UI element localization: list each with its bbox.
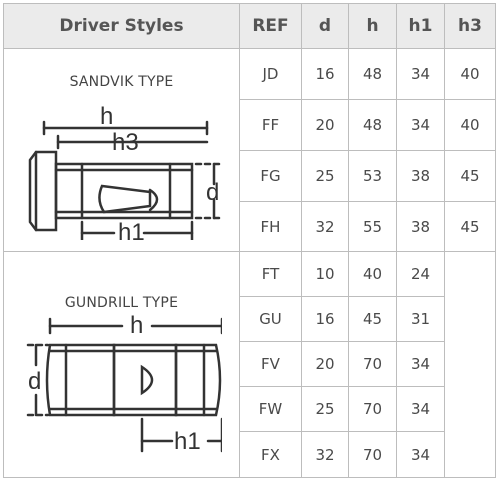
cell-h: 48	[348, 99, 397, 151]
cell-ref: FV	[239, 341, 302, 387]
cell-h: 70	[348, 341, 397, 387]
cell-h3: 40	[444, 99, 496, 151]
gundrill-drawing: h d h1	[26, 312, 222, 455]
cell-h1: 34	[396, 386, 445, 432]
gundrill-type-label: GUNDRILL TYPE	[64, 294, 179, 311]
cell-h1: 34	[396, 99, 445, 151]
header-ref: REF	[239, 3, 302, 49]
cell-h: 70	[348, 431, 397, 478]
table-row: FH 32 55 38 45	[4, 201, 496, 252]
cell-d: 10	[301, 251, 349, 297]
header-h1: h1	[396, 3, 445, 49]
cell-ref: FG	[239, 150, 302, 202]
sandvik-drawing: h h3 d h1	[28, 103, 221, 240]
cell-d: 25	[301, 386, 349, 432]
cell-h: 40	[348, 251, 397, 297]
cell-h1: 38	[396, 201, 445, 252]
cell-d: 20	[301, 341, 349, 387]
cell-h: 53	[348, 150, 397, 202]
table-row: FX 32 70 34	[4, 431, 496, 478]
header-driver-styles: Driver Styles	[3, 3, 240, 49]
cell-d: 20	[301, 99, 349, 151]
cell-h: 45	[348, 296, 397, 342]
sandvik-dim-h: h	[100, 103, 113, 130]
cell-h1: 34	[396, 341, 445, 387]
cell-h1: 34	[396, 431, 445, 478]
blank-h3-cell	[444, 251, 496, 478]
sandvik-dim-h1: h1	[118, 219, 145, 240]
driver-styles-table: Driver Styles REF d h h1 h3 SANDVIK TYPE	[3, 3, 496, 478]
cell-d: 16	[301, 296, 349, 342]
cell-h1: 24	[396, 251, 445, 297]
cell-h1: 34	[396, 48, 445, 100]
cell-h: 55	[348, 201, 397, 252]
cell-ref: FF	[239, 99, 302, 151]
table-row: GU 16 45 31	[4, 296, 496, 342]
sandvik-type-label: SANDVIK TYPE	[69, 74, 174, 90]
cell-ref: FH	[239, 201, 302, 252]
table-row: FF 20 48 34 40	[4, 99, 496, 151]
sandvik-dim-d: d	[206, 179, 219, 206]
cell-d: 16	[301, 48, 349, 100]
cell-ref: FW	[239, 386, 302, 432]
table-row: FG 25 53 38 45	[4, 150, 496, 202]
cell-d: 32	[301, 431, 349, 478]
table-row: FV 20 70 34	[4, 341, 496, 387]
cell-h3: 40	[444, 48, 496, 100]
cell-ref: GU	[239, 296, 302, 342]
cell-h1: 31	[396, 296, 445, 342]
cell-h3: 45	[444, 150, 496, 202]
cell-ref: FX	[239, 431, 302, 478]
gundrill-dim-h: h	[130, 312, 143, 339]
cell-d: 32	[301, 201, 349, 252]
cell-d: 25	[301, 150, 349, 202]
table-row: SANDVIK TYPE	[3, 48, 496, 252]
cell-ref: FT	[239, 251, 302, 297]
gundrill-dim-d: d	[28, 368, 41, 395]
cell-h: 48	[348, 48, 397, 100]
header-d: d	[301, 3, 349, 49]
cell-h1: 38	[396, 150, 445, 202]
cell-ref: JD	[239, 48, 302, 100]
header-h3: h3	[444, 3, 496, 49]
gundrill-dim-h1: h1	[174, 428, 201, 455]
sandvik-diagram-cell: SANDVIK TYPE	[3, 48, 240, 252]
cell-h3: 45	[444, 201, 496, 252]
gundrill-diagram-cell: GUNDRILL TYPE	[3, 251, 240, 478]
header-h: h	[348, 3, 397, 49]
table-row: GUNDRILL TYPE	[3, 251, 496, 478]
header-row: Driver Styles REF d h h1 h3	[3, 3, 496, 49]
cell-h: 70	[348, 386, 397, 432]
sandvik-dim-h3: h3	[112, 129, 139, 156]
